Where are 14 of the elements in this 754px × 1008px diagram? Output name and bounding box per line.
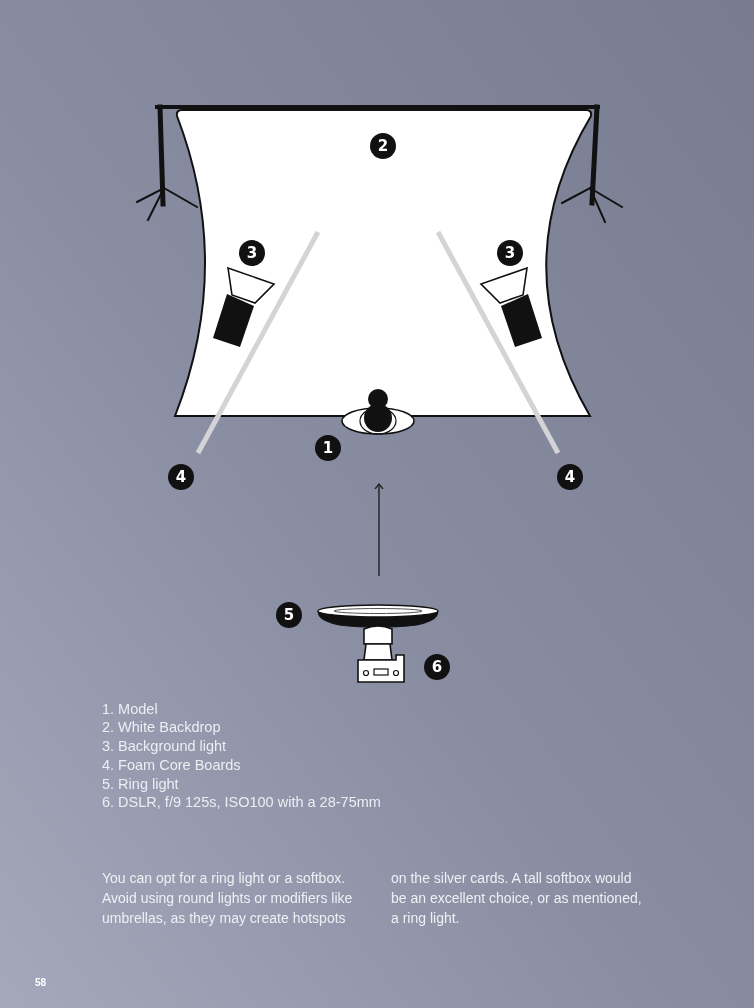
callout-number: 6 [424,654,450,680]
list-item: 2. White Backdrop [102,718,221,736]
list-item: 3. Background light [102,737,227,755]
body-text: You can opt for a ring light or a softbox. Avoid using round lights or modifiers like umbrellas, as they may create hotspots [102,869,354,928]
list-item: 5. Ring light [102,775,179,793]
callout-number: 1 [315,435,341,461]
body-text: on the silver cards. A tall softbox would be an excellent choice, or as mentioned, a ring light. [391,869,642,928]
list-item: 1. Model [102,700,158,718]
callout-number: 5 [276,602,302,628]
callout-number: 4 [557,464,583,490]
list-item: 4. Foam Core Boards [102,756,241,774]
page-number: 58 [35,977,47,989]
list-item: 6. DSLR, f/9 125s, ISO100 with a 28-75mm [102,793,381,811]
callout-number: 4 [168,464,194,490]
